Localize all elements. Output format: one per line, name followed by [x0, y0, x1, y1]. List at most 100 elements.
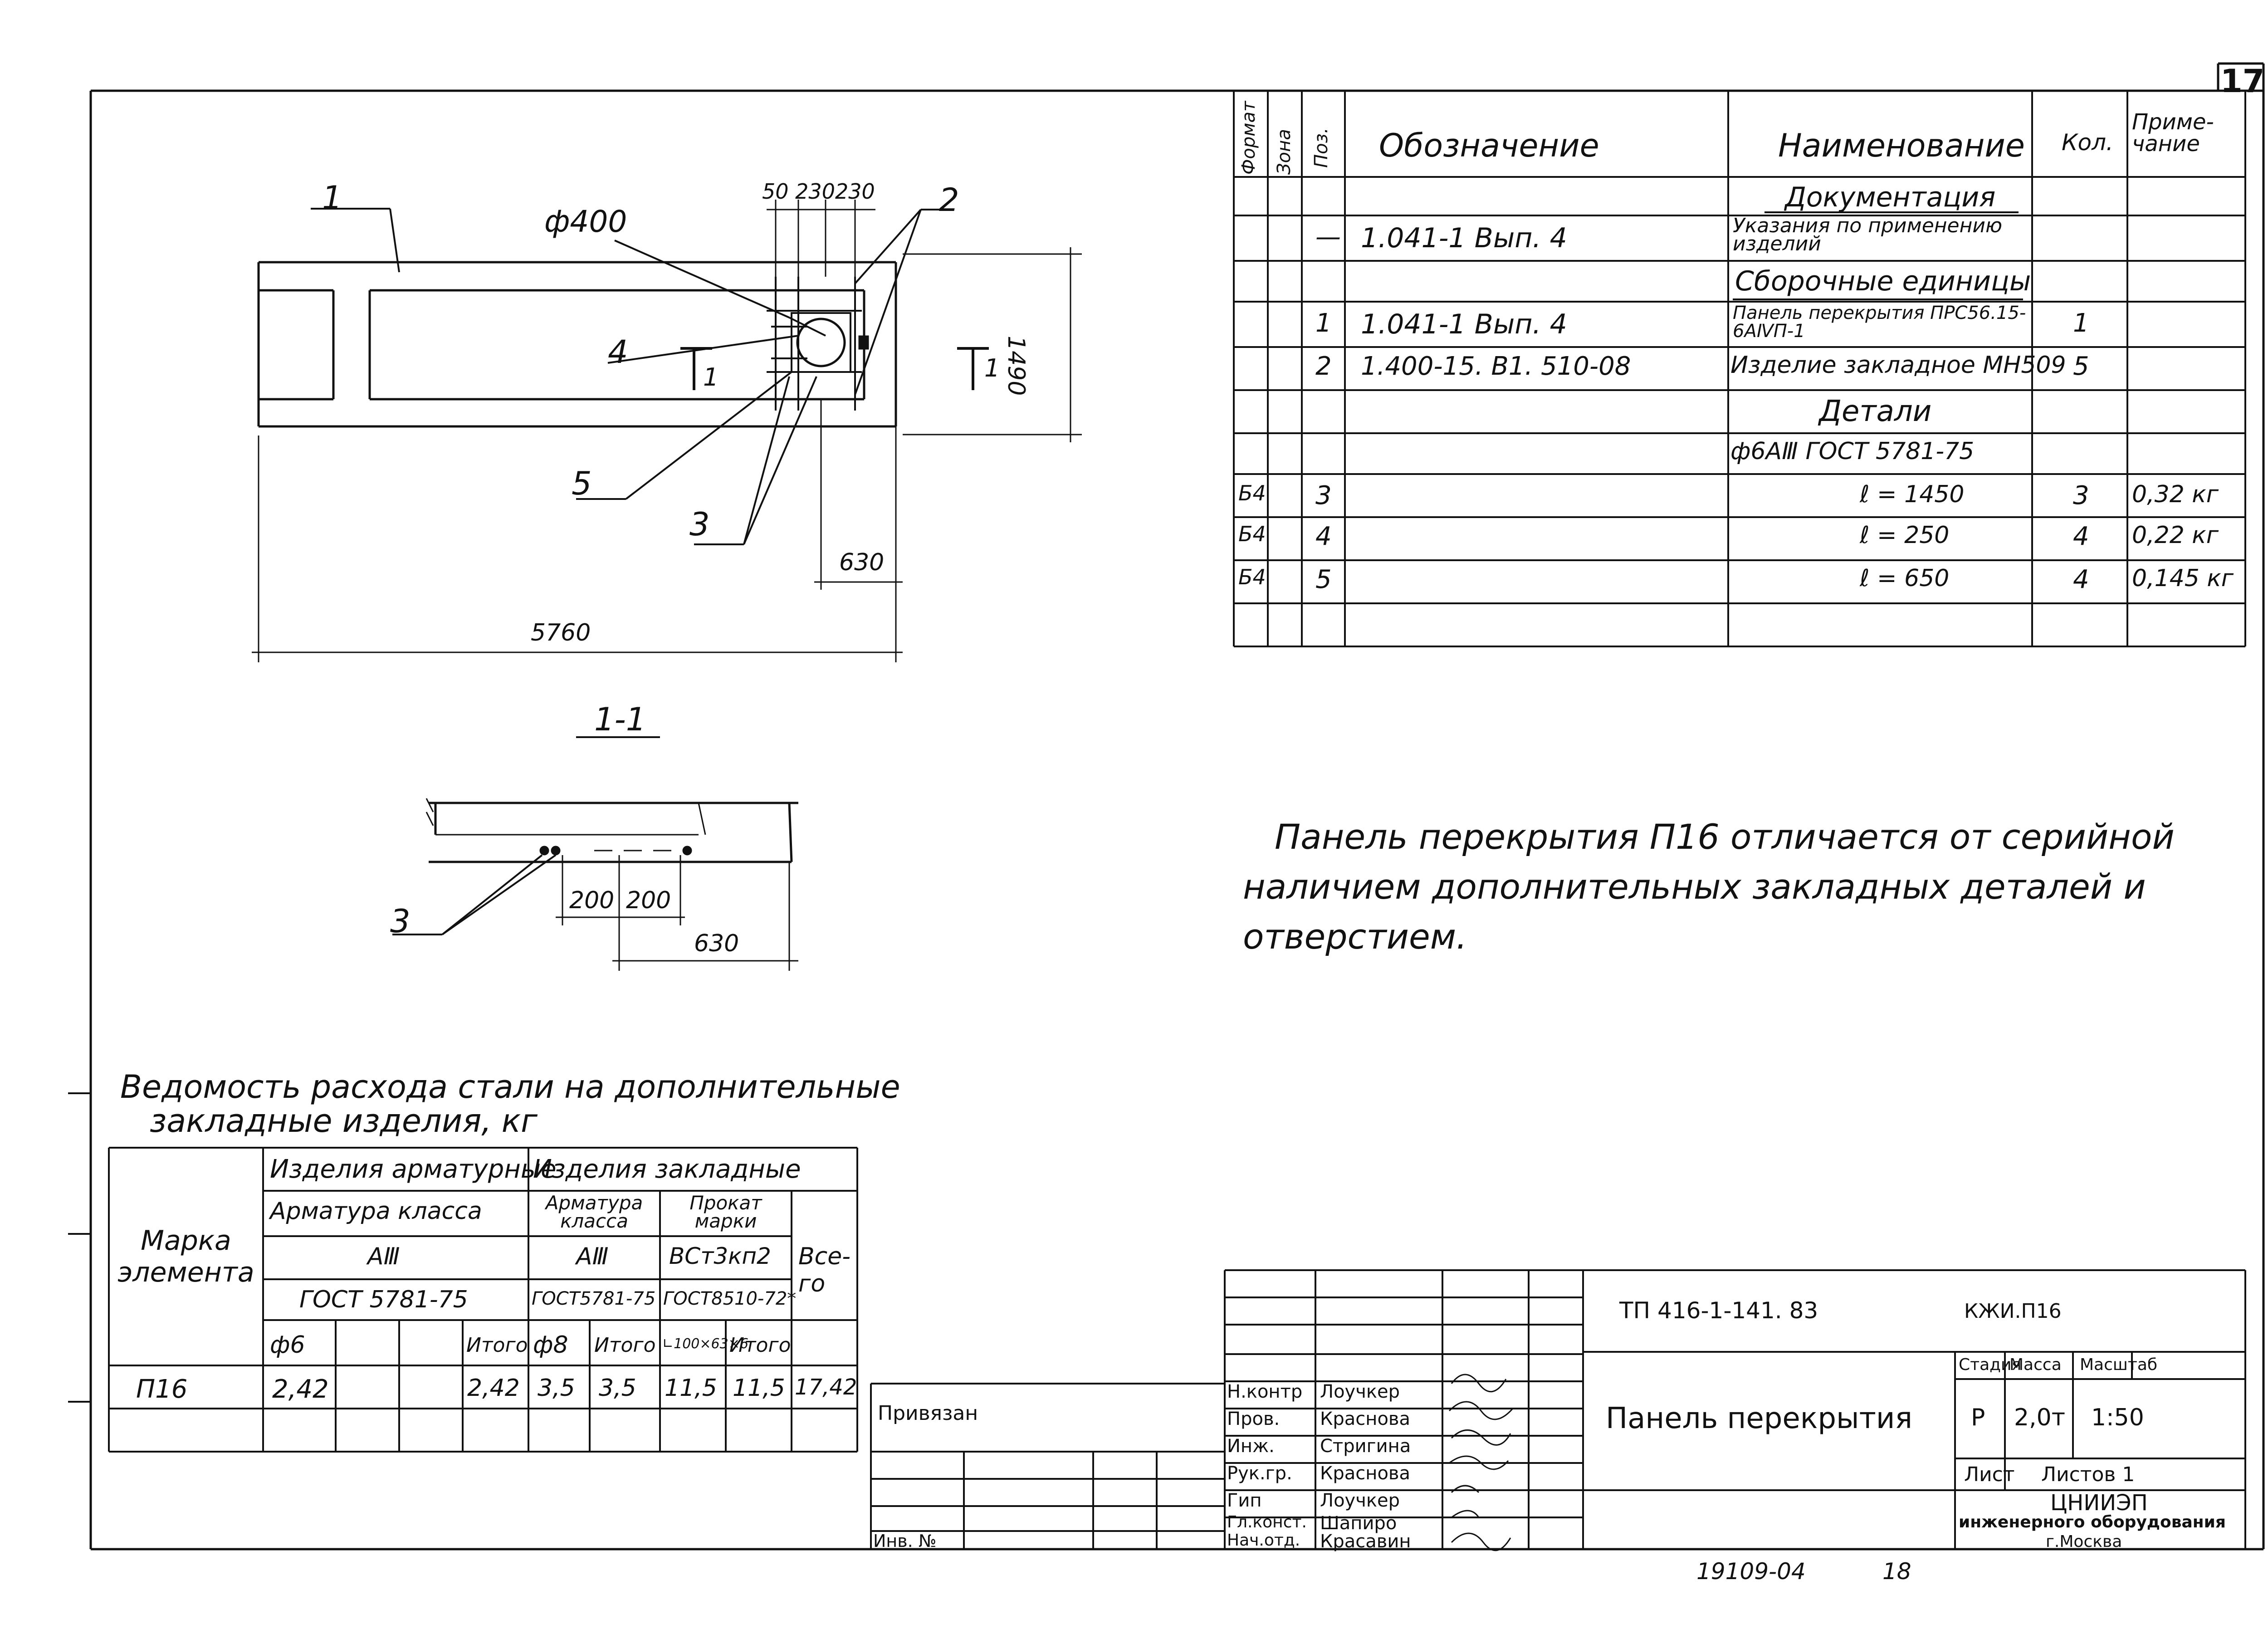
- steel-group-embed: Изделия закладные: [533, 1155, 801, 1184]
- spec-qty-row10: 4: [2073, 565, 2089, 594]
- stamp-sheet-label: Лист: [1964, 1463, 2015, 1486]
- spec-pos-1: 1: [1315, 308, 1332, 338]
- spec-pos-3: 3: [1315, 481, 1332, 510]
- stamp-sheet-code: КЖИ.П16: [1964, 1300, 2062, 1323]
- stamp-name-3: Краснова: [1320, 1463, 1411, 1484]
- spec-header-pos: Поз.: [1311, 127, 1332, 168]
- spec-header-qty: Кол.: [2062, 129, 2113, 156]
- steel-row-itogo1: 2,42: [467, 1375, 520, 1402]
- spec-header-designation: Обозначение: [1379, 127, 1599, 164]
- spec-qty-row5: 5: [2073, 352, 2089, 381]
- stamp-scale-label: Масштаб: [2080, 1355, 2158, 1374]
- section-dim-200b: 200: [626, 887, 671, 914]
- steel-sub-angle: ∟100×63×6: [662, 1336, 748, 1352]
- spec-name-row5: Изделие закладное МН509: [1730, 352, 2066, 379]
- stamp-privyazan: Привязан: [878, 1402, 978, 1425]
- dimension-5760: 5760: [531, 619, 591, 646]
- note-line-2: наличием дополнительных закладных детале…: [1243, 866, 2146, 907]
- section-callout-3: 3: [390, 903, 411, 940]
- steel-gost-1: ГОСТ 5781-75: [299, 1286, 468, 1313]
- stamp-scale: 1:50: [2091, 1404, 2144, 1431]
- steel-row-itogo3: 11,5: [733, 1375, 785, 1402]
- callout-4: 4: [608, 333, 628, 371]
- spec-name-row2: Указания по применению изделий: [1733, 214, 2002, 255]
- section-dim-630: 630: [694, 930, 739, 957]
- steel-row-mark: П16: [136, 1375, 188, 1404]
- spec-note-row8: 0,32 кг: [2132, 481, 2219, 508]
- stamp-doc-code: ТП 416-1-141. 83: [1619, 1297, 1818, 1324]
- stamp-role-3: Рук.гр.: [1227, 1463, 1292, 1484]
- stamp-name-6: Красавин: [1320, 1531, 1411, 1552]
- steel-row-phi8: 3,5: [538, 1375, 575, 1402]
- steel-sub-itogo3: Итого: [729, 1334, 791, 1357]
- page-number: 17: [2220, 63, 2265, 100]
- note-line-3: отверстием.: [1243, 916, 1467, 957]
- steel-mark-header: Марка элемента: [117, 1225, 254, 1288]
- stamp-stage: Р: [1971, 1404, 1985, 1431]
- stamp-role-6: Нач.отд.: [1227, 1531, 1300, 1550]
- steel-group-rebar: Изделия арматурные: [270, 1155, 557, 1184]
- spec-note-row10: 0,145 кг: [2132, 565, 2234, 592]
- spec-header-format: Формат: [1238, 101, 1259, 175]
- callout-3: 3: [689, 506, 710, 543]
- stamp-role-0: Н.контр: [1227, 1381, 1303, 1402]
- stamp-sheets-label: Листов 1: [2041, 1463, 2135, 1486]
- spec-header-note: Приме-чание: [2132, 109, 2214, 157]
- stamp-title: Панель перекрытия: [1606, 1402, 1912, 1435]
- spec-header-zone: Зона: [1274, 129, 1295, 175]
- steel-class-a3b: АⅢ: [576, 1243, 609, 1270]
- callout-1: 1: [322, 179, 342, 216]
- spec-section-documentation: Документация: [1785, 181, 1996, 213]
- steel-row-total: 17,42: [795, 1375, 857, 1400]
- callout-2: 2: [939, 181, 959, 219]
- steel-row-itogo2: 3,5: [599, 1375, 636, 1402]
- spec-note-row9: 0,22 кг: [2132, 522, 2219, 549]
- spec-qty-row8: 3: [2073, 481, 2089, 510]
- stamp-role-4: Гип: [1227, 1490, 1262, 1511]
- steel-row-angle: 11,5: [665, 1375, 717, 1402]
- dimension-630: 630: [839, 549, 885, 576]
- spec-name-row8: ℓ = 1450: [1860, 481, 1965, 508]
- footer-page: 18: [1882, 1558, 1911, 1585]
- spec-name-row10: ℓ = 650: [1860, 565, 1950, 592]
- spec-pos-4: 4: [1315, 522, 1332, 551]
- spec-name-row4: Панель перекрытия ПРС56.15-6АⅣП-1: [1733, 303, 2026, 342]
- steel-sub-phi6: ф6: [270, 1331, 305, 1359]
- stamp-name-4: Лоучкер: [1320, 1490, 1400, 1511]
- stamp-inv-no: Инв. №: [873, 1531, 937, 1551]
- steel-sub-itogo1: Итого: [466, 1334, 528, 1357]
- stamp-name-1: Краснова: [1320, 1409, 1411, 1429]
- spec-designation-row5: 1.400-15. В1. 510-08: [1361, 352, 1631, 381]
- stamp-role-1: Пров.: [1227, 1409, 1280, 1429]
- section-mark-left: 1: [703, 363, 719, 391]
- spec-designation-row4: 1.041-1 Вып. 4: [1361, 308, 1567, 340]
- steel-row-phi6: 2,42: [272, 1375, 329, 1404]
- top-dimensions: 50 230230: [762, 179, 875, 204]
- stamp-name-5: Шапиро: [1320, 1513, 1397, 1534]
- spec-name-row7: ф6АⅢ ГОСТ 5781-75: [1730, 438, 1975, 465]
- steel-total-header: Все-го: [798, 1243, 851, 1297]
- stamp-org-2: инженерного оборудования: [1959, 1513, 2226, 1531]
- stamp-mass-label: Масса: [2009, 1355, 2062, 1374]
- spec-pos-dash: —: [1315, 222, 1341, 252]
- spec-qty-row4: 1: [2073, 308, 2089, 338]
- steel-sub-phi8: ф8: [533, 1331, 568, 1359]
- stamp-mass: 2,0т: [2014, 1404, 2065, 1431]
- spec-section-assemblies: Сборочные единицы: [1735, 265, 2031, 297]
- note-line-1: Панель перекрытия П16 отличается от сери…: [1275, 817, 2175, 857]
- stamp-org-3: г.Москва: [2046, 1532, 2122, 1551]
- steel-grade: ВСт3кп2: [669, 1243, 771, 1269]
- callout-5: 5: [572, 465, 592, 502]
- stamp-name-0: Лоучкер: [1320, 1381, 1400, 1402]
- steel-gost-2: ГОСТ5781-75: [532, 1288, 656, 1309]
- stamp-stage-label: Стадия: [1959, 1355, 2022, 1374]
- steel-title-2: закладные изделия, кг: [150, 1102, 538, 1140]
- section-mark-right: 1: [984, 354, 1000, 382]
- steel-sub-itogo2: Итого: [594, 1334, 656, 1357]
- stamp-role-2: Инж.: [1227, 1436, 1275, 1457]
- spec-designation-row2: 1.041-1 Вып. 4: [1361, 222, 1567, 254]
- stamp-org-1: ЦНИИЭП: [2050, 1490, 2148, 1516]
- stamp-name-2: Стригина: [1320, 1436, 1411, 1457]
- spec-format-row9: Б4: [1238, 522, 1266, 546]
